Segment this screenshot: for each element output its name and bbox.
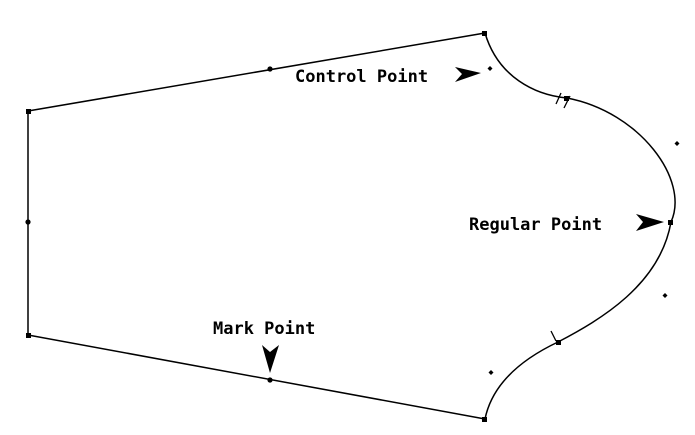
mark-points [25,66,273,383]
mark-point-arrow [262,345,279,373]
control-point-label: Control Point [295,67,428,87]
mark-point-label: Mark Point [213,319,315,339]
notch-mark [550,330,557,342]
mark-point[interactable] [267,66,273,72]
control-point[interactable] [674,141,680,146]
control-point[interactable] [487,66,493,71]
control-point[interactable] [662,293,668,298]
regular-point[interactable] [556,340,561,345]
notch-mark [563,95,571,109]
notch-marks [550,92,571,342]
control-point-arrow [455,67,481,82]
mark-point[interactable] [25,219,31,225]
control-points [487,66,680,375]
regular-point[interactable] [482,417,487,422]
regular-point[interactable] [668,220,673,225]
regular-point[interactable] [26,333,31,338]
regular-point[interactable] [482,31,487,36]
regular-points [26,31,673,422]
regular-point-arrow [636,214,664,231]
control-point[interactable] [488,370,494,375]
notch-mark [555,92,562,105]
regular-point[interactable] [564,96,569,101]
regular-point-label: Regular Point [469,215,602,235]
mark-point[interactable] [267,377,273,383]
regular-point[interactable] [26,109,31,114]
